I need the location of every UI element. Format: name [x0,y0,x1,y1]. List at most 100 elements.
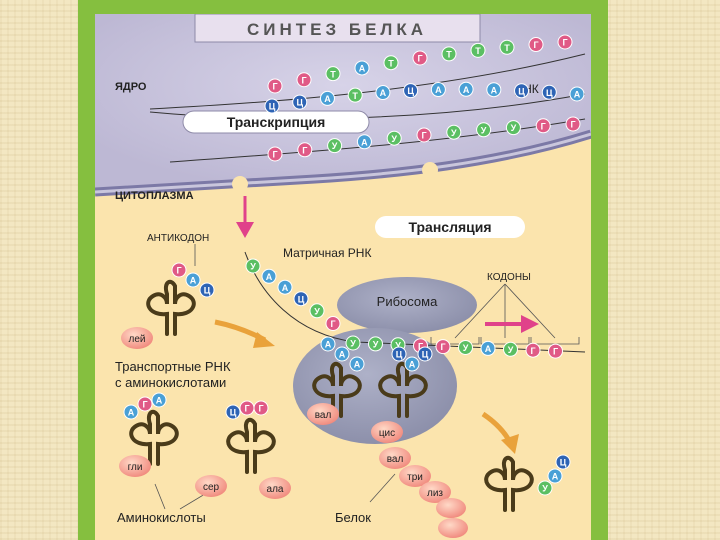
nucleotide-letter: Г [421,131,426,141]
nucleotide: Ц [403,83,419,99]
nucleotide: Г [528,37,544,53]
nucleotide: Г [565,116,581,132]
nucleotide-letter: А [463,85,470,95]
nuclear-pore [422,162,438,178]
protein-synthesis-diagram: СИНТЕЗ БЕЛКА ЯДРО ДНК Транскрипция ЦИТОП… [95,14,591,540]
nucleotide: У [476,122,492,138]
nucleotide-letter: Г [530,346,535,356]
translation-label: Трансляция [408,219,491,235]
nucleotide-letter: Ц [296,98,303,108]
nucleotide-letter: А [354,360,361,370]
nucleotide-letter: А [156,396,163,406]
nucleotide-letter: Г [553,347,558,357]
nucleotide: А [319,90,335,106]
diagram-canvas: СИНТЕЗ БЕЛКА ЯДРО ДНК Транскрипция ЦИТОП… [95,14,591,540]
amino-acids-label: Аминокислоты [117,510,206,525]
nucleotide-letter: Г [570,120,575,130]
nucleotide: Т [441,46,457,62]
amino-acid-text: сер [203,482,220,493]
nucleotide: Г [557,34,573,50]
nucleotide: А [569,86,585,102]
nucleotide-letter: У [463,343,469,353]
mrna-nucleotide: У [345,335,361,351]
mrna-nucleotide: У [368,336,383,352]
anticodon-nucleotide: А [320,336,336,352]
nucleotide-letter: А [574,90,581,100]
nucleotide-letter: Ц [518,86,525,96]
nucleotide-letter: У [511,123,517,133]
amino-acid-text: три [407,472,423,483]
protein-residue: вал [379,447,411,469]
nucleotide-letter: Г [142,400,147,410]
protein-residue: цис [371,421,403,443]
nucleotide-letter: Г [272,150,277,160]
anticodon-nucleotide: Ц [417,346,433,362]
nucleotide: Т [347,87,363,103]
mrna-nucleotide: Г [548,343,563,359]
trna-label-line2: с аминокислотами [115,375,226,390]
nucleotide-letter: У [508,345,514,355]
nucleotide: Ц [264,98,280,114]
nucleotide-letter: Г [302,145,307,155]
nucleotide-letter: Ц [560,458,567,468]
nucleotide: А [356,134,372,150]
nucleotide-letter: Ц [204,286,211,296]
trna-anticodon-nucleotide: Г [239,400,255,416]
nucleotide-letter: Ц [298,294,305,304]
nucleotide-letter: Г [562,38,567,48]
nucleotide: Г [296,72,312,88]
nucleotide-letter: Г [301,75,306,85]
amino-acid-text: гли [128,462,143,473]
mrna-nucleotide: Г [435,339,451,355]
mrna-nucleotide: У [245,258,261,274]
nuclear-pore [232,176,248,192]
nucleotide-letter: Т [504,43,510,53]
nucleus-label: ЯДРО [115,81,147,93]
amino-acid-text: ала [267,484,284,495]
nucleotide-letter: У [250,262,256,272]
nucleotide: Ц [292,94,308,110]
nucleotide-letter: Ц [269,102,276,112]
nucleotide-letter: А [491,85,498,95]
nucleotide: А [458,81,474,97]
codons-label: КОДОНЫ [487,272,531,283]
amino-acid-text: цис [379,428,395,439]
mrna-nucleotide: А [261,268,277,284]
mrna-nucleotide: Г [525,342,541,358]
nucleotide-letter: А [128,408,135,418]
nucleotide-letter: Т [388,58,394,68]
amino-acid-gly: гли [119,455,151,477]
nucleotide: А [375,85,391,101]
nucleotide-letter: Г [272,82,277,92]
title-bar [194,14,481,43]
amino-acid-text: вал [387,454,404,465]
mrna-nucleotide: У [309,303,325,319]
nucleotide-letter: А [485,344,492,354]
nucleotide-letter: У [314,306,320,316]
nucleus-region [95,14,591,192]
nucleotide: Т [383,55,399,71]
trna-in-ribosome [312,361,362,418]
trna-anticodon-nucleotide: Г [137,396,153,412]
trna-anticodon-nucleotide: Г [253,400,269,416]
trna-anticodon-nucleotide: А [123,404,139,420]
nucleotide: У [327,138,343,154]
amino-acid-leu: лей [121,327,153,349]
anticodon-nucleotide: Ц [391,346,407,362]
nucleotide-letter: У [481,125,487,135]
nucleotide-letter: А [282,283,289,293]
mrna-nucleotide: У [503,341,518,357]
nucleotide-letter: У [332,141,338,151]
nucleotide-letter: А [339,350,346,360]
anticodon-nucleotide: А [404,356,420,372]
mrna-nucleotide: Г [325,316,341,331]
transcription-label: Транскрипция [227,114,326,130]
nucleotide-letter: А [325,340,332,350]
anticodon-nucleotide: А [334,346,350,362]
nucleotide-letter: Т [446,49,452,59]
amino-acid-text: лиз [427,488,443,499]
mrna-nucleotide: Ц [293,291,309,307]
nucleotide: А [354,60,370,76]
nucleotide: Т [325,66,341,82]
protein-residue: вал [307,403,339,425]
